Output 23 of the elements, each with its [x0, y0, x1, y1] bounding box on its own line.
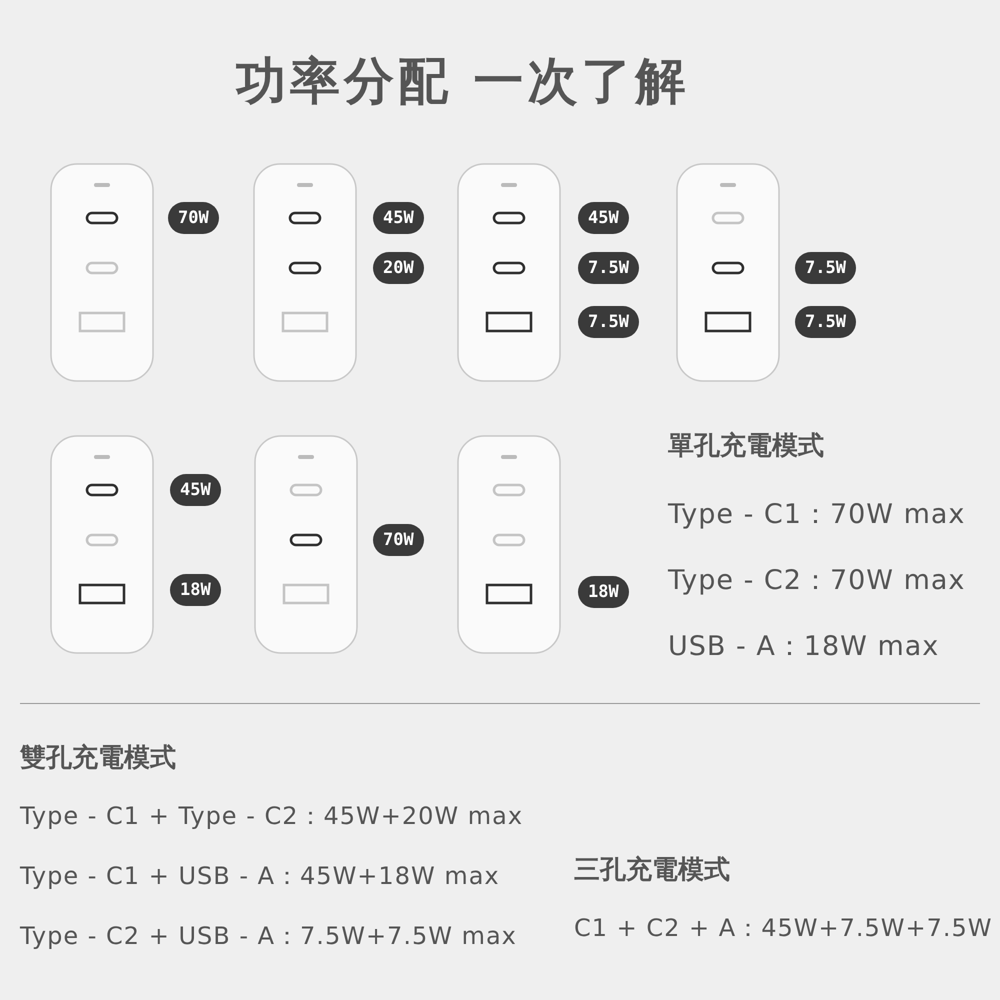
wattage-badge: 45W — [170, 474, 221, 506]
wattage-badge: 7.5W — [795, 252, 856, 284]
wattage-badge: 7.5W — [795, 306, 856, 338]
spec-text: Type - C1 + USB - A：45W+18W max — [20, 861, 500, 892]
wattage-badge: 20W — [373, 252, 424, 284]
wattage-badge: 70W — [168, 202, 219, 234]
spec-text: USB - A：18W max — [668, 630, 940, 664]
wattage-badge: 18W — [170, 574, 221, 606]
section-heading: 雙孔充電模式 — [20, 742, 176, 775]
wattage-badge: 70W — [373, 524, 424, 556]
section-heading: 三孔充電模式 — [574, 854, 730, 887]
wattage-badge: 18W — [578, 576, 629, 608]
wattage-badge: 7.5W — [578, 252, 639, 284]
spec-text: C1 + C2 + A：45W+7.5W+7.5W — [574, 913, 992, 944]
spec-text: Type - C1：70W max — [668, 498, 966, 532]
wattage-badge: 45W — [578, 202, 629, 234]
section-heading: 單孔充電模式 — [668, 430, 824, 463]
spec-text: Type - C2 + USB - A：7.5W+7.5W max — [20, 921, 517, 952]
spec-text: Type - C2：70W max — [668, 564, 966, 598]
wattage-badge: 7.5W — [578, 306, 639, 338]
title: 功率分配 一次了解 — [236, 51, 690, 112]
spec-text: Type - C1 + Type - C2：45W+20W max — [20, 801, 524, 832]
wattage-badge: 45W — [373, 202, 424, 234]
